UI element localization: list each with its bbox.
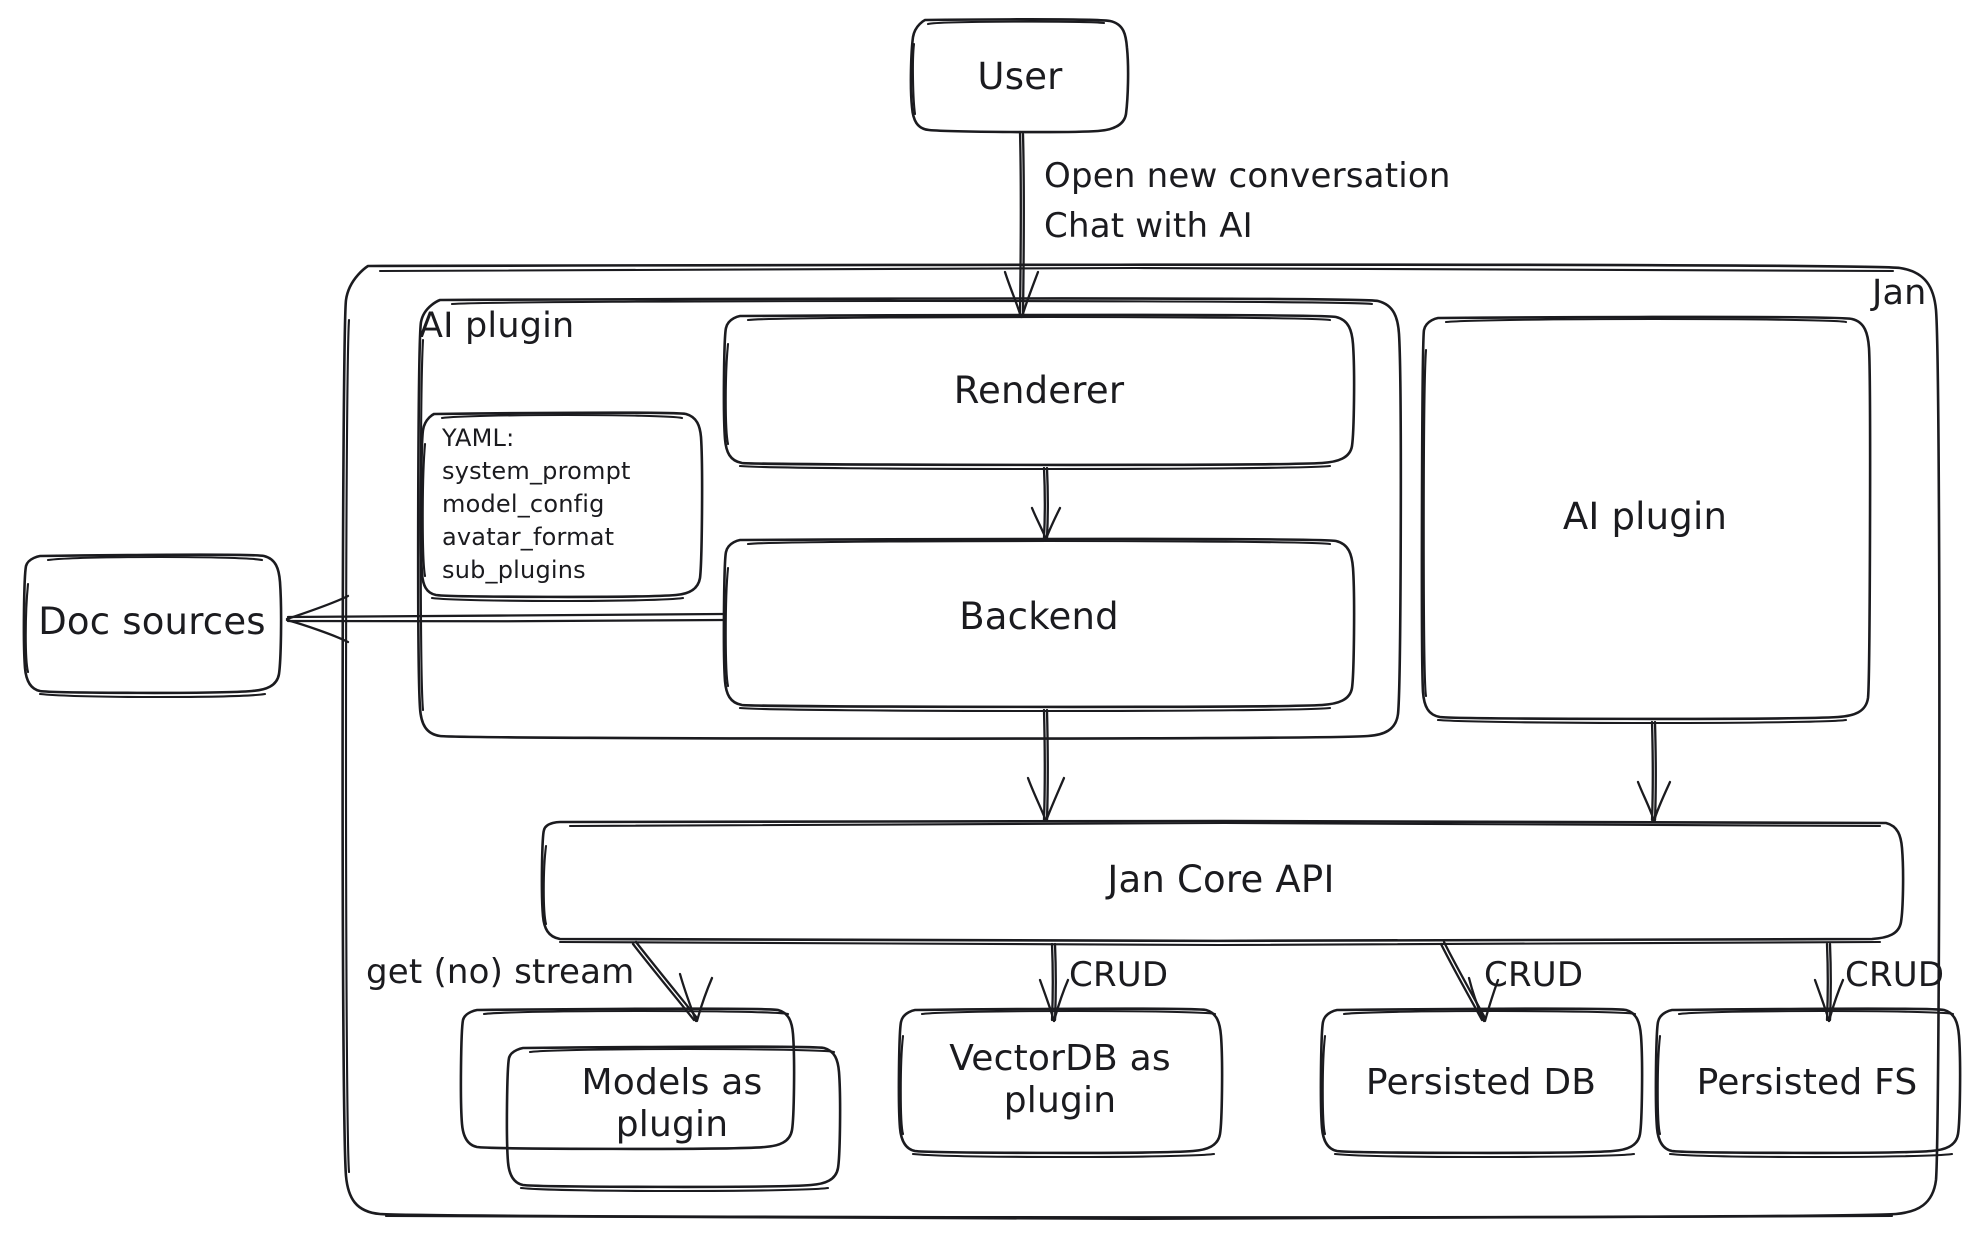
yaml-box-shape [419, 411, 704, 603]
jan-container-label: Jan [1872, 273, 1927, 313]
arrow-core-to-models [631, 940, 714, 1023]
jan-core-api-label: Jan Core API [1107, 858, 1335, 901]
arrow-renderer-to-backend [1030, 466, 1062, 541]
persisted-fs-label: Persisted FS [1696, 1062, 1918, 1103]
edge-label-open-new-conversation: Open new conversation [1044, 156, 1451, 196]
edge-label-crud-fs: CRUD [1845, 955, 1945, 995]
user-label: User [977, 55, 1063, 98]
user-box-shape [909, 18, 1130, 134]
persisted-db-label: Persisted DB [1365, 1062, 1597, 1103]
arrow-backend-to-doc-sources [285, 594, 725, 644]
edge-label-crud-db: CRUD [1484, 955, 1584, 995]
yaml-config-text: YAML: system_prompt model_config avatar_… [442, 424, 631, 585]
doc-sources-box-shape [22, 553, 283, 699]
edge-label-get-no-stream: get (no) stream [366, 952, 635, 992]
arrow-core-to-db [1439, 940, 1500, 1023]
ai-plugin-box-label: AI plugin [1562, 495, 1728, 538]
arrow-core-to-vectordb [1038, 942, 1070, 1023]
ai-plugin-group-label: AI plugin [419, 306, 575, 346]
edge-label-chat-with-ai: Chat with AI [1044, 206, 1253, 246]
renderer-label: Renderer [953, 369, 1125, 412]
arrow-core-to-fs [1813, 942, 1845, 1023]
arrow-backend-to-core [1026, 708, 1066, 823]
backend-box-shape [722, 537, 1356, 713]
backend-label: Backend [959, 595, 1119, 638]
vectordb-plugin-box-shape [897, 1007, 1224, 1159]
vectordb-plugin-label: VectorDB as plugin [949, 1038, 1171, 1122]
arrow-user-to-renderer [1003, 130, 1040, 319]
arrow-aiplugin-to-core [1636, 720, 1672, 823]
renderer-box-shape [722, 313, 1356, 471]
models-plugin-label: Models as plugin [581, 1062, 763, 1146]
edge-label-crud-vectordb: CRUD [1069, 955, 1169, 995]
doc-sources-label: Doc sources [38, 600, 266, 643]
models-plugin-box-shape [459, 1007, 842, 1193]
persisted-db-box-shape [1319, 1007, 1644, 1159]
persisted-fs-box-shape [1654, 1007, 1962, 1159]
